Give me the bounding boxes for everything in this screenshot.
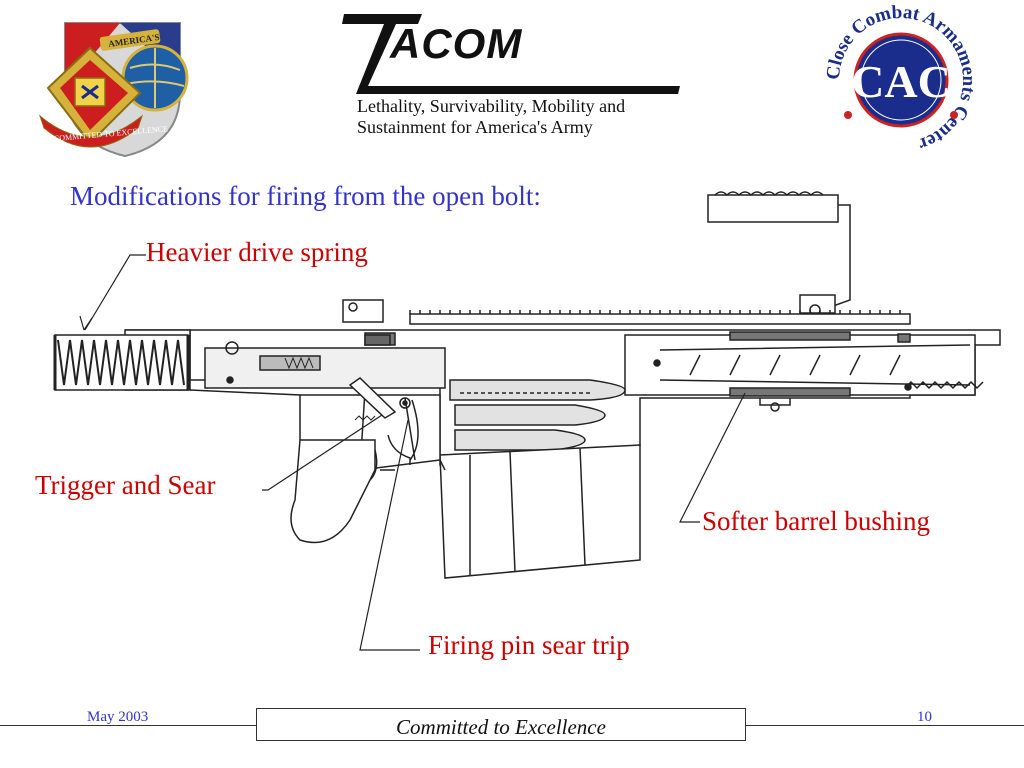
tacom-logo xyxy=(342,14,680,94)
seal-letters: CAC xyxy=(851,56,951,107)
footer-date: May 2003 xyxy=(87,709,149,725)
callout-drive-spring: Heavier drive spring xyxy=(146,237,368,267)
barrel-bushing-leader xyxy=(679,392,746,523)
firing-pin-leader xyxy=(359,419,420,651)
tacom-logo-text: ACOM xyxy=(390,20,523,67)
tagline-line-1: Lethality, Survivability, Mobility and xyxy=(357,96,626,116)
slide-heading: Modifications for firing from the open b… xyxy=(70,181,541,211)
footer-motto: Committed to Excellence xyxy=(396,715,606,739)
footer-page-number: 10 xyxy=(917,709,932,725)
footer-motto-box: Committed to Excellence xyxy=(256,708,746,741)
callout-firing-pin: Firing pin sear trip xyxy=(428,630,630,660)
tacom-tagline: Lethality, Survivability, Mobility and S… xyxy=(357,96,625,138)
tacom-shield-emblem: AMERICA'S COMMITTED TO EXCELLENCE xyxy=(38,22,189,158)
trigger-sear-leader xyxy=(262,414,383,491)
callout-barrel-bushing: Softer barrel bushing xyxy=(702,506,930,536)
callout-trigger-sear: Trigger and Sear xyxy=(35,470,216,500)
ccac-seal: Close Combat Armaments Center CAC xyxy=(826,5,976,155)
drive-spring-leader xyxy=(84,254,146,331)
tagline-line-2: Sustainment for America's Army xyxy=(357,117,593,137)
